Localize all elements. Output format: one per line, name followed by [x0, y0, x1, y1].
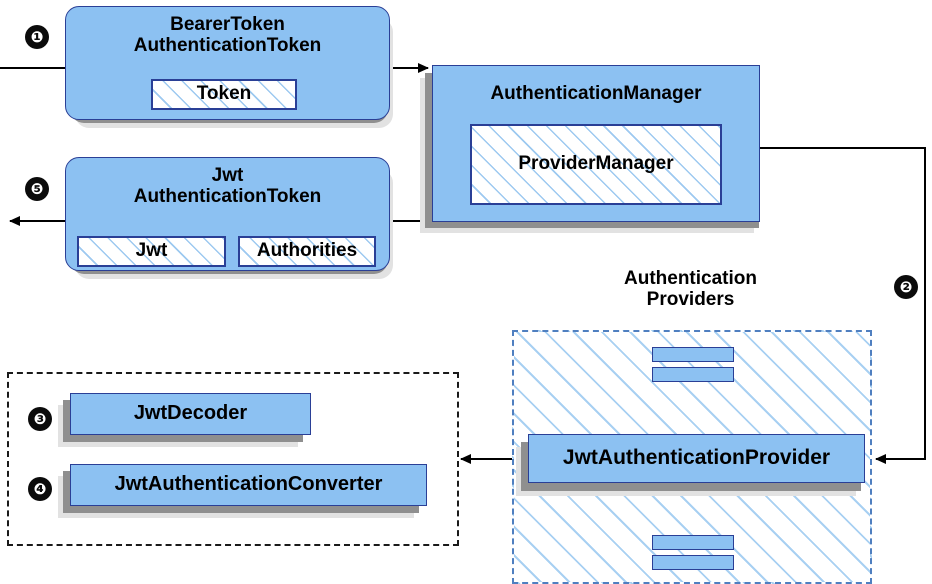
bearer-token-title: BearerToken AuthenticationToken [133, 14, 322, 56]
jwt-token-inner-authorities-box[interactable] [238, 236, 376, 267]
jwt-authentication-converter[interactable] [70, 464, 427, 506]
step-bullet-2: ❷ [894, 275, 918, 299]
jwt-token-title: Jwt AuthenticationToken [133, 165, 322, 207]
jwt-token-inner-authorities-label: Authorities [256, 240, 358, 262]
jwt-support-region [7, 372, 459, 546]
provider-manager-label: ProviderManager [518, 153, 674, 175]
provider-manager-box[interactable] [470, 124, 722, 205]
provider-stub-top-2[interactable] [652, 367, 734, 382]
authentication-manager-title: AuthenticationManager [490, 82, 702, 104]
bearer-token-inner-token-label: Token [196, 83, 252, 105]
step-bullet-3: ❸ [28, 407, 52, 431]
provider-stub-bottom-1[interactable] [652, 535, 734, 550]
jwt-token-inner-jwt-box[interactable] [77, 236, 226, 267]
jwt-authentication-converter-label: JwtAuthenticationConverter [114, 473, 383, 496]
provider-stub-top-1[interactable] [652, 347, 734, 362]
step-bullet-4: ❹ [28, 477, 52, 501]
jwt-authentication-provider[interactable] [528, 434, 865, 483]
jwt-decoder[interactable] [70, 393, 311, 435]
jwt-decoder-label: JwtDecoder [133, 402, 248, 425]
step-bullet-1: ❶ [25, 25, 49, 49]
jwt-authentication-provider-label: JwtAuthenticationProvider [562, 446, 831, 470]
authentication-providers-caption: Authentication Providers [624, 268, 757, 311]
step-bullet-5: ❺ [25, 177, 49, 201]
bearer-token-inner-token-box[interactable] [151, 79, 297, 110]
jwt-token-inner-jwt-label: Jwt [135, 240, 168, 262]
provider-stub-bottom-2[interactable] [652, 555, 734, 570]
